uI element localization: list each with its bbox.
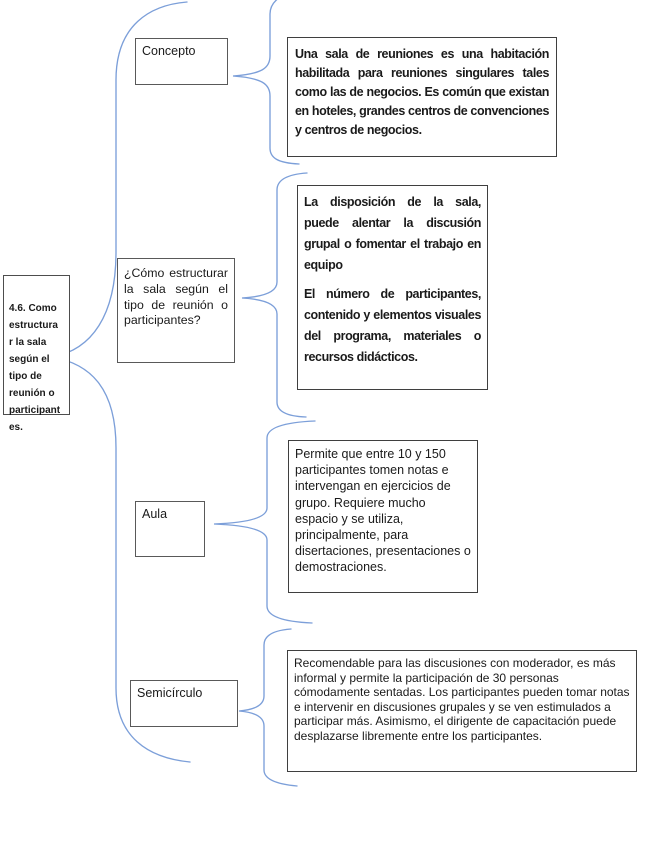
topic-label-aula: Aula <box>142 507 168 521</box>
description-box-como-estructurar: La disposición de la sala, puede alentar… <box>297 185 488 390</box>
topic-box-aula: Aula <box>135 501 205 557</box>
topic-label-semicirculo: Semicírculo <box>137 686 203 700</box>
description-text-como-p2: El número de participantes, contenido y … <box>304 287 481 364</box>
root-topic-label: 4.6. Como estructura r la sala según el … <box>9 303 61 433</box>
description-box-concepto: Una sala de reuniones es una habitación … <box>287 37 557 157</box>
description-text-aula: Permite que entre 10 y 150 participantes… <box>295 447 471 575</box>
description-text-semicirculo: Recomendable para las discusiones con mo… <box>294 656 630 743</box>
topic-label-como-estructurar: ¿Cómo estructurar la sala según el tipo … <box>124 266 228 328</box>
topic-box-como-estructurar: ¿Cómo estructurar la sala según el tipo … <box>117 258 235 363</box>
topic-label-concepto: Concepto <box>142 44 196 58</box>
description-text-como-p1: La disposición de la sala, puede alentar… <box>304 195 481 272</box>
brace-root-to-topics <box>51 1 191 763</box>
topic-box-semicirculo: Semicírculo <box>130 680 238 727</box>
description-box-aula: Permite que entre 10 y 150 participantes… <box>288 440 478 593</box>
description-box-semicirculo: Recomendable para las discusiones con mo… <box>287 650 637 772</box>
topic-box-concepto: Concepto <box>135 38 228 85</box>
description-text-concepto: Una sala de reuniones es una habitación … <box>295 47 549 137</box>
root-topic-box: 4.6. Como estructura r la sala según el … <box>3 275 70 433</box>
